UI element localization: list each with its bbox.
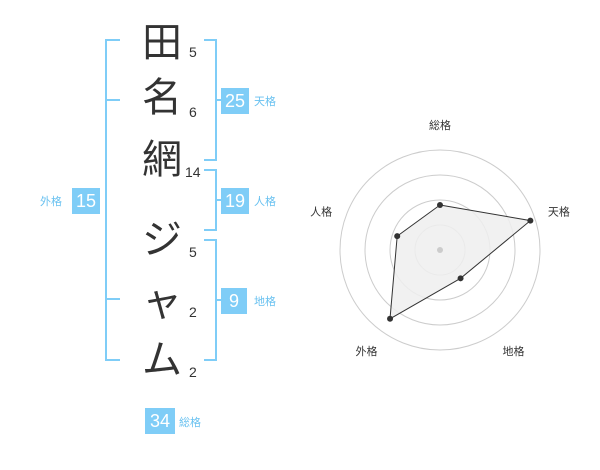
gaikaku-label: 外格 [40,195,62,208]
soukaku-label: 総格 [179,416,201,429]
radar-label-tenkaku: 天格 [548,204,570,218]
jinkaku-label: 人格 [254,195,276,208]
name-char-3: 網 [142,137,182,183]
stroke-count-3: 14 [185,164,201,180]
radar-point-4 [387,315,394,322]
name-char-5: ャ [142,279,182,325]
radar-point-3 [457,275,464,282]
stroke-count-1: 5 [189,44,197,60]
name-char-4: ジ [142,217,182,263]
name-char-6: ム [142,337,182,383]
stroke-count-5: 2 [189,304,197,320]
radar-label-gaikaku: 外格 [356,344,378,358]
gaikaku-value: 15 [72,188,100,214]
name-char-2: 名 [142,75,182,121]
radar-ring-2 [364,174,516,326]
radar-label-chikaku: 地格 [503,344,525,358]
radar-point-5 [394,233,401,240]
stroke-count-2: 6 [189,104,197,120]
soukaku-value: 34 [145,408,175,434]
tenkaku-value: 25 [221,88,249,114]
chikaku-value: 9 [221,288,247,314]
stroke-count-6: 2 [189,364,197,380]
name-char-1: 田 [142,20,182,66]
radar-center-dot [437,247,443,253]
chikaku-label: 地格 [254,295,276,308]
radar-point-1 [437,202,443,208]
gaikaku-bracket [105,39,120,361]
radar-label-soukaku: 総格 [429,118,451,132]
tenkaku-label: 天格 [254,95,276,108]
radar-ring-1 [339,149,541,351]
radar-label-jinkaku: 人格 [310,204,332,218]
jinkaku-value: 19 [221,188,249,214]
radar-polygon [389,204,532,320]
stroke-count-4: 5 [189,244,197,260]
radar-point-2 [527,217,534,224]
